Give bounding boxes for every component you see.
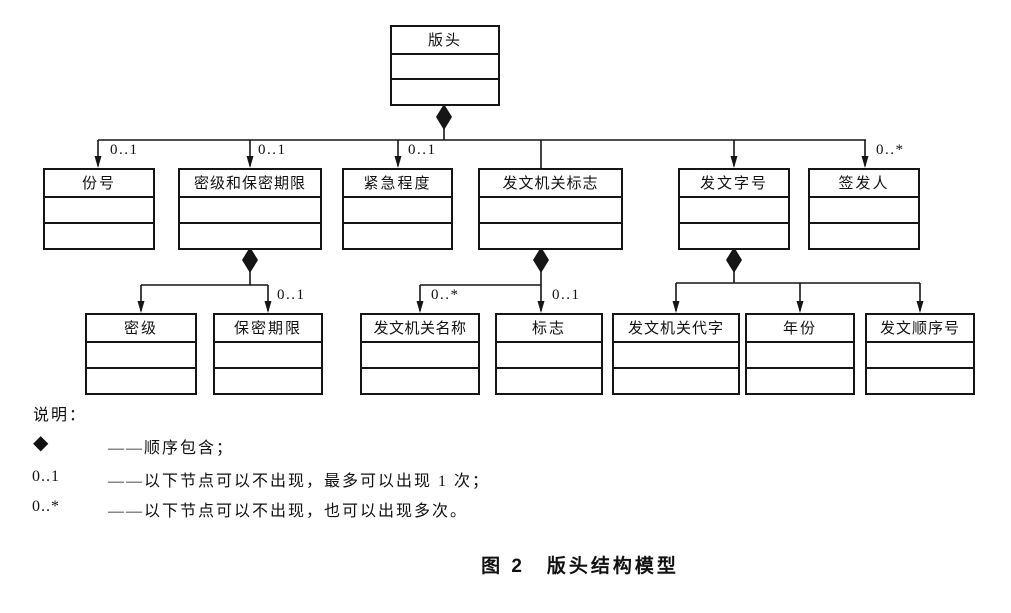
legend-item-text: ——顺序包含； <box>108 440 235 457</box>
node-compartment <box>867 343 973 367</box>
multiplicity-label-fawenjiguanmingcheng: 0..* <box>431 287 460 303</box>
node-qianfaren: 签发人 <box>808 168 920 250</box>
composition-diamond-icon <box>533 247 549 273</box>
node-compartment <box>680 198 788 222</box>
node-compartment <box>344 198 451 222</box>
composition-diamond-icon <box>726 247 742 273</box>
node-title: 密级 <box>87 315 195 343</box>
node-compartment <box>614 366 738 393</box>
arrowhead-icon <box>94 156 102 168</box>
node-compartment <box>87 366 195 393</box>
node-jinjichengdu: 紧急程度 <box>342 168 453 250</box>
multiplicity-label-fenhao: 0..1 <box>110 142 139 158</box>
node-title: 密级和保密期限 <box>180 170 320 198</box>
arrowhead-icon <box>137 301 145 313</box>
legend-symbol-0-star: 0..* <box>32 498 60 515</box>
arrowhead-icon <box>796 301 804 313</box>
node-title: 标志 <box>497 315 601 343</box>
node-compartment <box>747 366 853 393</box>
arrowhead-icon <box>394 156 402 168</box>
node-compartment <box>215 366 321 393</box>
node-compartment <box>215 343 321 367</box>
node-fawenjiguanbiaozhi: 发文机关标志 <box>478 168 623 250</box>
node-title: 保密期限 <box>215 315 321 343</box>
node-compartment <box>45 198 153 222</box>
node-bantou: 版头 <box>390 25 500 106</box>
node-title: 年份 <box>747 315 853 343</box>
composition-diamond-icon <box>242 247 258 273</box>
node-compartment <box>180 221 320 248</box>
node-fawenjiguandaizi: 发文机关代字 <box>612 313 740 395</box>
node-title: 发文顺序号 <box>867 315 973 343</box>
node-compartment <box>747 343 853 367</box>
node-compartment <box>480 198 621 222</box>
node-title: 签发人 <box>810 170 918 198</box>
node-compartment <box>344 221 451 248</box>
node-compartment <box>45 221 153 248</box>
node-compartment <box>87 343 195 367</box>
node-title: 发文机关代字 <box>614 315 738 343</box>
node-compartment <box>497 343 601 367</box>
legend-item-text: ——以下节点可以不出现，最多可以出现 1 次； <box>108 473 491 490</box>
arrowhead-icon <box>264 301 272 313</box>
node-baomiqixian: 保密期限 <box>213 313 323 395</box>
node-compartment <box>362 366 478 393</box>
node-title: 发文机关名称 <box>362 315 478 343</box>
node-fawenjiguanmingcheng: 发文机关名称 <box>360 313 480 395</box>
node-title: 紧急程度 <box>344 170 451 198</box>
legend-heading: 说明： <box>33 407 88 424</box>
node-compartment <box>614 343 738 367</box>
arrowhead-icon <box>861 156 869 168</box>
node-compartment <box>392 78 498 104</box>
node-compartment <box>362 343 478 367</box>
edge-fawenzihao-children <box>672 247 924 313</box>
edge-mijiheqixian-children <box>137 247 272 313</box>
node-title: 份号 <box>45 170 153 198</box>
node-fawenshunxuhao: 发文顺序号 <box>865 313 975 395</box>
arrowhead-icon <box>246 156 254 168</box>
node-fenhao: 份号 <box>43 168 155 250</box>
arrowhead-icon <box>416 301 424 313</box>
node-compartment <box>810 198 918 222</box>
node-compartment <box>480 221 621 248</box>
multiplicity-label-qianfaren: 0..* <box>876 142 905 158</box>
edge-bantou-children <box>94 104 869 168</box>
arrowhead-icon <box>916 301 924 313</box>
node-mijiheqixian: 密级和保密期限 <box>178 168 322 250</box>
node-fawenzihao: 发文字号 <box>678 168 790 250</box>
legend-composition-diamond-icon: ◆ <box>33 432 50 454</box>
node-compartment <box>180 198 320 222</box>
node-nianfen: 年份 <box>745 313 855 395</box>
arrowhead-icon <box>730 156 738 168</box>
node-compartment <box>680 221 788 248</box>
node-title: 发文机关标志 <box>480 170 621 198</box>
node-compartment <box>867 366 973 393</box>
composition-diamond-icon <box>436 104 452 130</box>
node-title: 版头 <box>392 27 498 55</box>
arrowhead-icon <box>537 301 545 313</box>
arrowhead-icon <box>672 301 680 313</box>
node-miji: 密级 <box>85 313 197 395</box>
multiplicity-label-baomiqixian: 0..1 <box>277 287 306 303</box>
node-compartment <box>497 366 601 393</box>
multiplicity-label-mijiheqixian: 0..1 <box>258 142 287 158</box>
node-biaozhi: 标志 <box>495 313 603 395</box>
multiplicity-label-jinjichengdu: 0..1 <box>408 142 437 158</box>
multiplicity-label-biaozhi: 0..1 <box>552 287 581 303</box>
edge-fawenjiguanbiaozhi-children <box>416 247 549 313</box>
node-title: 发文字号 <box>680 170 788 198</box>
legend-item-text: ——以下节点可以不出现，也可以出现多次。 <box>108 503 469 520</box>
node-compartment <box>392 55 498 79</box>
node-compartment <box>810 221 918 248</box>
legend-symbol-0-1: 0..1 <box>32 468 60 485</box>
figure-caption: 图 2 版头结构模型 <box>481 556 679 577</box>
